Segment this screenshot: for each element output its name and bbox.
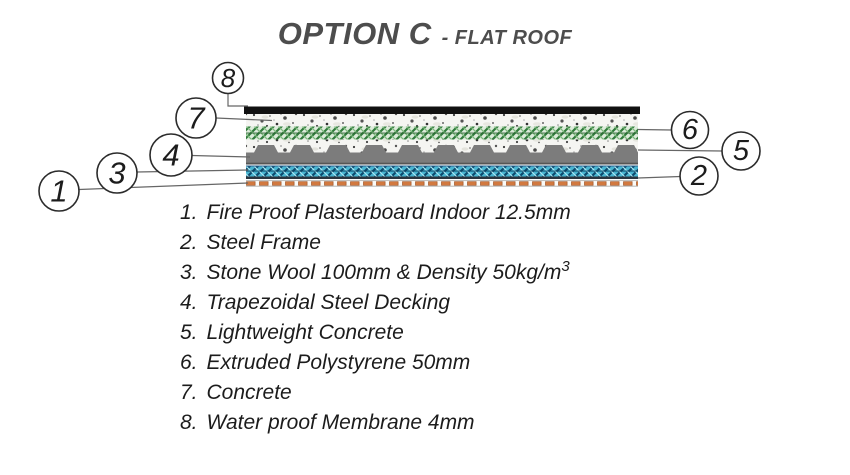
legend-item-5-number: 5.	[180, 321, 198, 344]
legend-item-4-number: 4.	[180, 291, 198, 314]
callout-7-number: 7	[187, 101, 206, 136]
page-title: OPTION C - FLAT ROOF	[0, 16, 850, 52]
stonewool-top-edge	[246, 165, 638, 167]
layer-concrete	[246, 114, 638, 127]
leader-line-3	[136, 169, 249, 173]
layer-waterproof-membrane	[244, 106, 640, 114]
legend-item-2-number: 2.	[180, 231, 198, 254]
callout-4-number: 4	[162, 138, 179, 173]
legend-item-5: 5. Lightweight Concrete	[180, 321, 571, 351]
legend-item-3-number: 3.	[180, 261, 198, 284]
legend-item-1: 1. Fire Proof Plasterboard Indoor 12.5mm	[180, 201, 571, 231]
callout-2-number: 2	[690, 160, 707, 192]
legend-item-4: 4. Trapezoidal Steel Decking	[180, 291, 571, 321]
callout-3-number: 3	[108, 156, 125, 191]
legend-item-5-text: Lightweight Concrete	[206, 321, 404, 344]
legend-item-3-sup: 3	[561, 258, 570, 275]
callout-4: 4	[149, 133, 193, 177]
legend-item-2: 2. Steel Frame	[180, 231, 571, 261]
layer-steel-frame	[246, 176, 638, 179]
callout-6: 6	[670, 110, 710, 150]
leader-line-7	[215, 117, 273, 122]
legend-item-8: 8. Water proof Membrane 4mm	[180, 411, 571, 441]
stonewool-row-line	[246, 170, 638, 172]
legend-item-8-text: Water proof Membrane 4mm	[206, 411, 475, 434]
callout-7: 7	[175, 97, 217, 139]
layer-fireproof-plasterboard	[246, 181, 638, 186]
callout-circles: 8 7 4 3 1 6 5	[38, 61, 761, 212]
legend-item-2-text: Steel Frame	[206, 231, 321, 254]
layer-trapezoidal-decking	[246, 145, 638, 165]
legend-item-6-text: Extruded Polystyrene 50mm	[206, 351, 471, 374]
leader-line-2	[637, 175, 681, 179]
legend-item-7-text: Concrete	[206, 381, 292, 404]
legend-item-6-number: 6.	[180, 351, 198, 374]
plasterboard-bottom-hairline	[246, 185, 638, 187]
legend-item-6: 6. Extruded Polystyrene 50mm	[180, 351, 571, 381]
plasterboard-top-hairline	[246, 180, 638, 182]
callout-1-number: 1	[50, 174, 67, 209]
callout-8: 8	[211, 61, 245, 95]
callout-5-number: 5	[733, 135, 750, 167]
leader-line-4	[191, 154, 251, 158]
legend-item-1-text: Fire Proof Plasterboard Indoor 12.5mm	[206, 201, 571, 224]
legend-item-1-number: 1.	[180, 201, 198, 224]
layer-stack	[244, 106, 640, 187]
xps-row-line	[246, 132, 638, 134]
callout-5: 5	[721, 131, 761, 171]
callout-8-number: 8	[221, 63, 236, 93]
legend-item-4-text: Trapezoidal Steel Decking	[206, 291, 451, 314]
roof-section-diagram: 8 7 4 3 1 6 5	[38, 61, 761, 212]
callout-6-number: 6	[682, 114, 699, 146]
legend-item-7: 7. Concrete	[180, 381, 571, 411]
callout-2: 2	[679, 156, 719, 196]
leader-line-8	[227, 93, 248, 107]
legend-item-7-number: 7.	[180, 381, 198, 404]
legend-list: 1. Fire Proof Plasterboard Indoor 12.5mm…	[180, 201, 571, 441]
decking-bottom-edge	[246, 162, 638, 165]
title-sub: - FLAT ROOF	[441, 27, 573, 49]
callout-1: 1	[38, 170, 80, 212]
leader-line-5	[637, 149, 723, 152]
leader-line-6	[637, 128, 672, 131]
callout-3: 3	[96, 152, 138, 194]
title-main: OPTION C	[277, 16, 432, 51]
legend-item-8-number: 8.	[180, 411, 198, 434]
legend-item-3-text: Stone Wool 100mm & Density 50kg/m	[206, 261, 562, 284]
